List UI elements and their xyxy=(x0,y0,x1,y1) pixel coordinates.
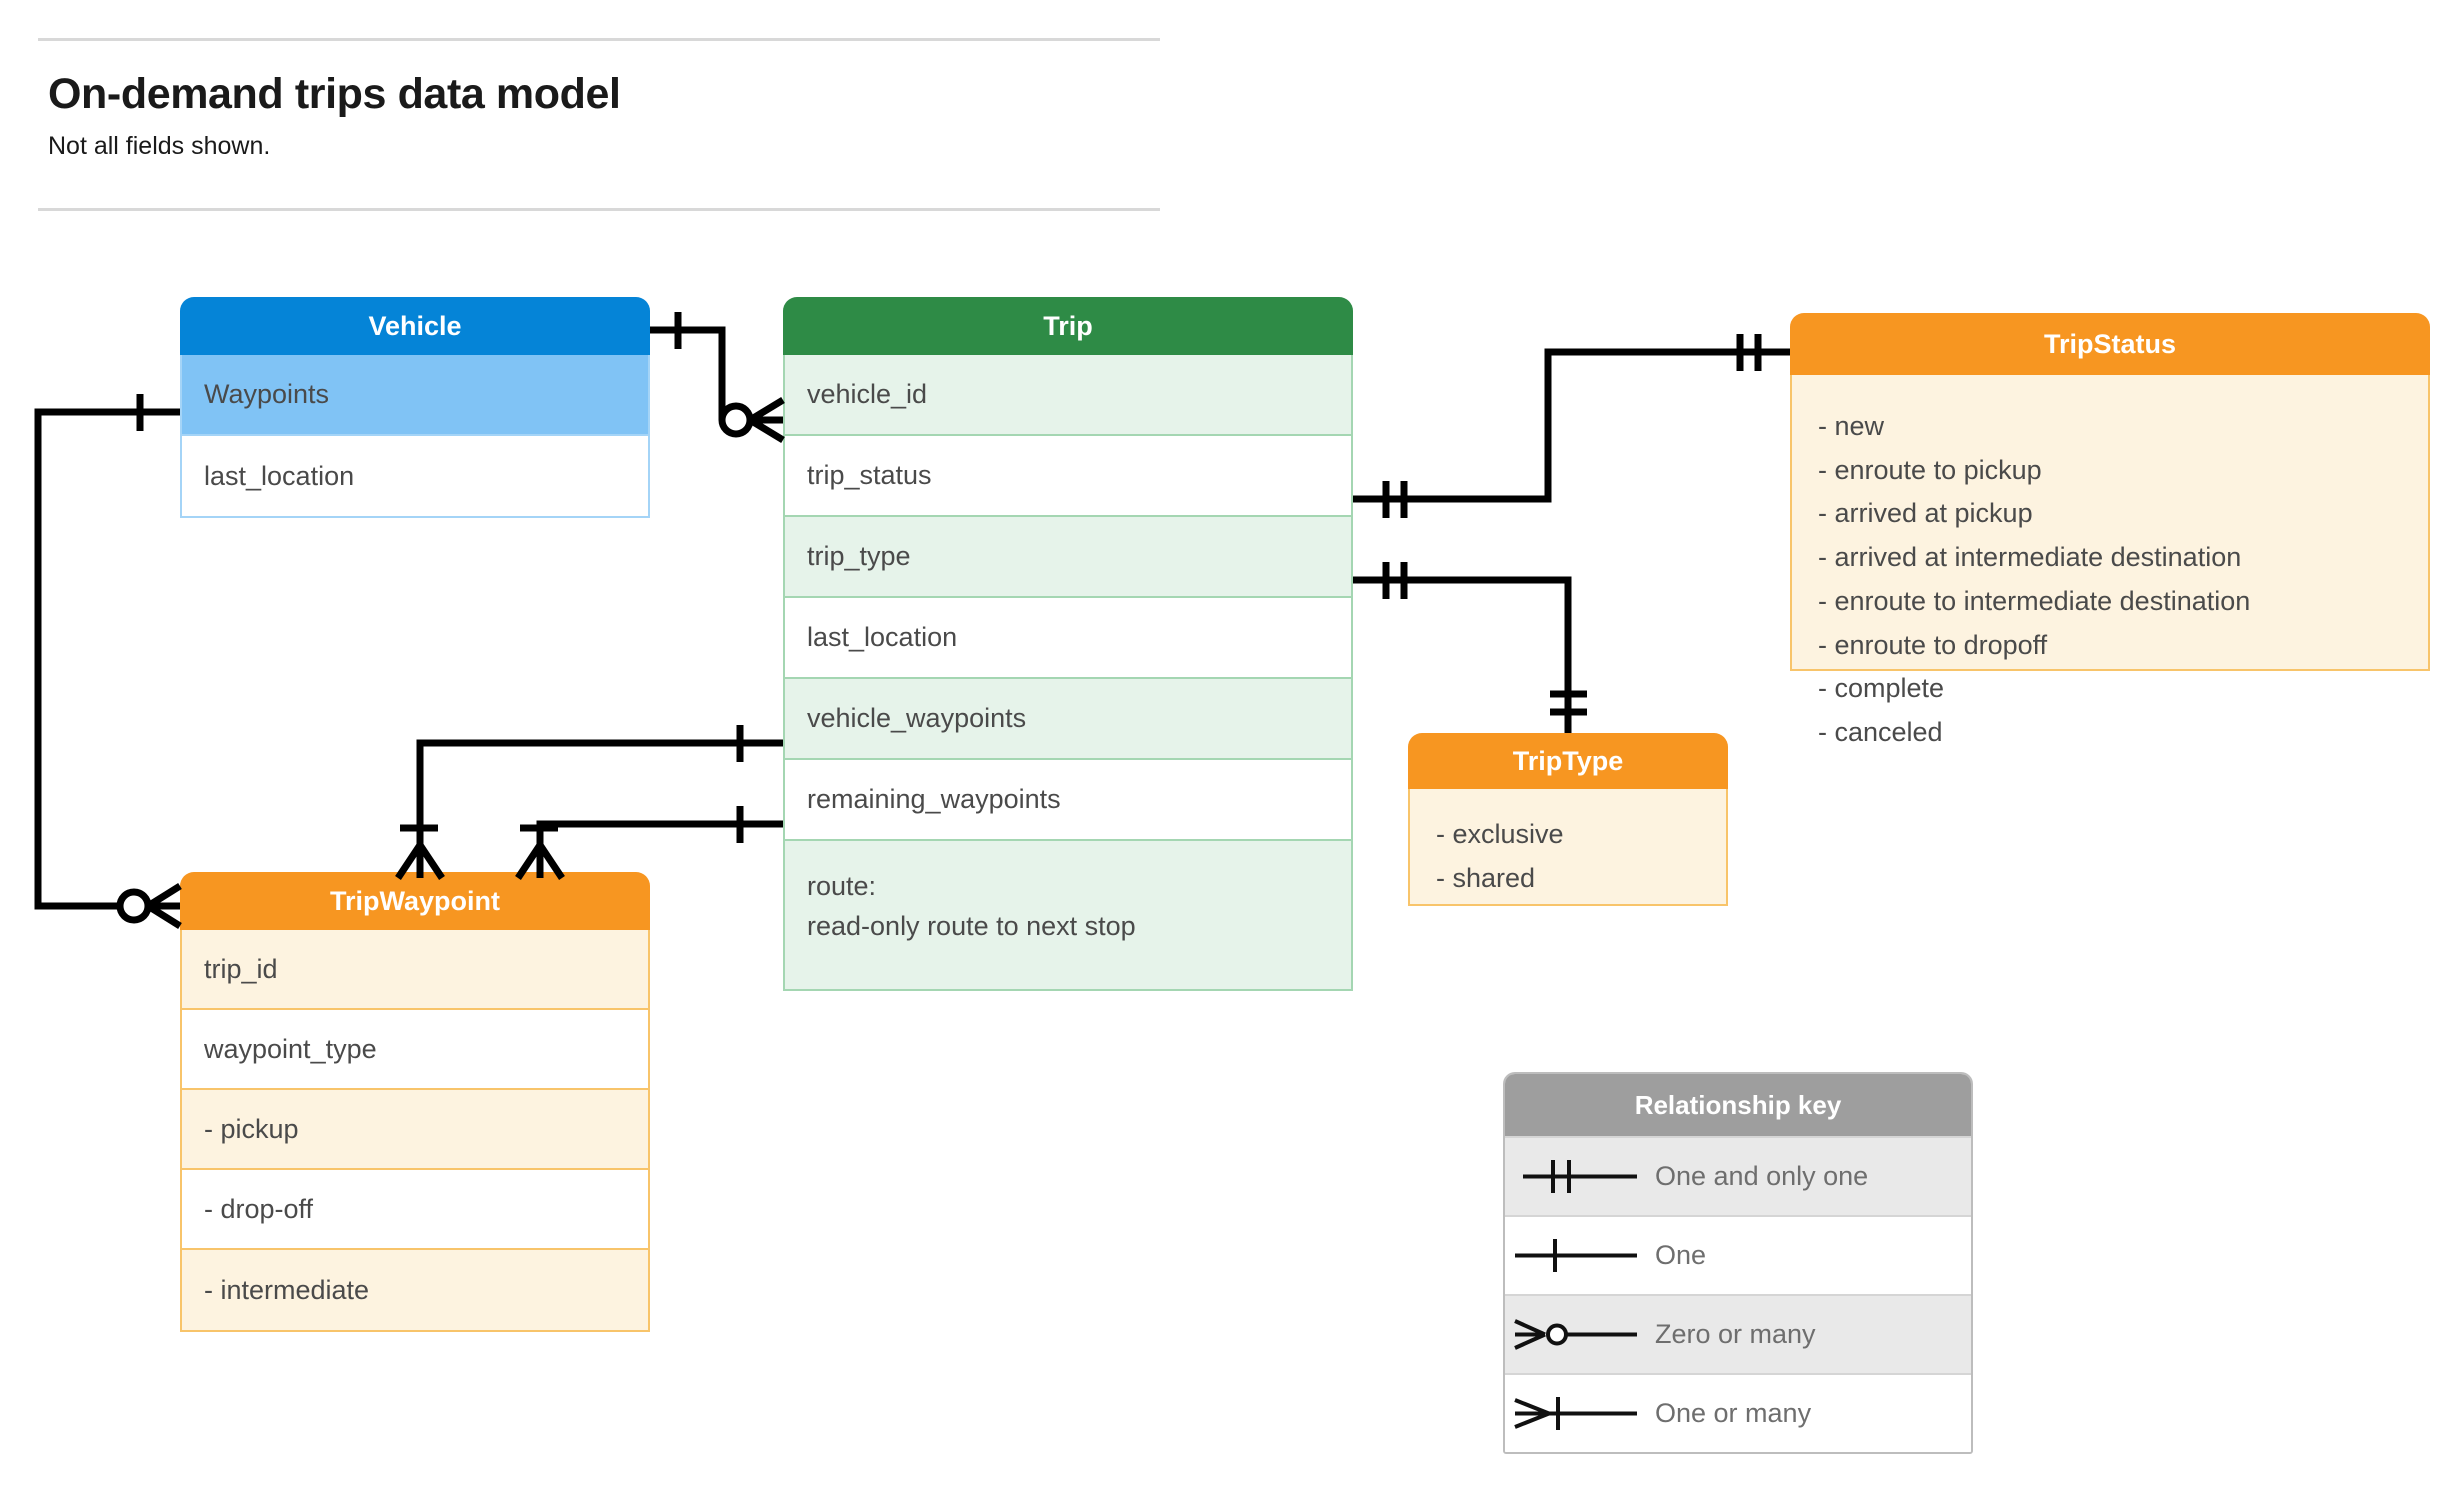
entity-trip-type-values: - exclusive - shared xyxy=(1408,789,1728,906)
trip-status-value: - arrived at intermediate destination xyxy=(1818,542,2242,573)
legend-label: One or many xyxy=(1655,1398,1812,1428)
field-trip-route-line1: route: xyxy=(807,871,877,901)
entity-trip-status[interactable]: TripStatus - new - enroute to pickup - a… xyxy=(1790,313,2430,747)
zero-or-many-icon xyxy=(1514,1319,1637,1350)
one-icon xyxy=(1515,1239,1637,1272)
header-divider-top xyxy=(38,38,1160,41)
legend-label: One xyxy=(1655,1240,1707,1270)
connector-trip-type xyxy=(1353,562,1587,733)
trip-status-enum-list: - new - enroute to pickup - arrived at p… xyxy=(1792,375,2428,747)
field-trip-waypoint-drop-off[interactable]: - drop-off xyxy=(182,1170,648,1250)
entity-trip-title: Trip xyxy=(783,297,1353,355)
trip-status-value: - new xyxy=(1818,411,1885,441)
one-or-many-icon xyxy=(1514,1397,1637,1430)
entity-trip-waypoint-title: TripWaypoint xyxy=(180,872,650,930)
field-trip-waypoint-trip-id[interactable]: trip_id xyxy=(182,930,648,1010)
field-vehicle-waypoints[interactable]: Waypoints xyxy=(182,355,648,436)
entity-vehicle-title: Vehicle xyxy=(180,297,650,355)
trip-status-value: - complete xyxy=(1818,673,1945,704)
trip-status-value: - canceled xyxy=(1818,717,1943,748)
entity-vehicle[interactable]: Vehicle Waypoints last_location xyxy=(180,297,650,518)
trip-type-value: - shared xyxy=(1436,862,1536,893)
page-title: On-demand trips data model xyxy=(48,70,621,118)
trip-type-enum-list: - exclusive - shared xyxy=(1410,789,1726,904)
entity-trip[interactable]: Trip vehicle_id trip_status trip_type la… xyxy=(783,297,1353,991)
legend-label: Zero or many xyxy=(1655,1319,1816,1349)
entity-trip-waypoint-fields: trip_id waypoint_type - pickup - drop-of… xyxy=(180,930,650,1332)
connector-vehicle-waypoints-to-trip-waypoint xyxy=(34,394,182,929)
field-trip-remaining-waypoints[interactable]: remaining_waypoints xyxy=(785,760,1351,841)
connector-vehicle-to-trip xyxy=(650,312,785,443)
entity-trip-type-title: TripType xyxy=(1408,733,1728,789)
legend-row-one-or-many: One or many xyxy=(1505,1373,1971,1452)
entity-trip-status-values: - new - enroute to pickup - arrived at p… xyxy=(1790,375,2430,747)
field-trip-waypoint-waypoint-type[interactable]: waypoint_type xyxy=(182,1010,648,1090)
field-trip-last-location[interactable]: last_location xyxy=(785,598,1351,679)
one-and-only-one-icon xyxy=(1523,1160,1637,1193)
connector-vehicle-waypoints-field xyxy=(395,725,783,880)
trip-status-value: - arrived at pickup xyxy=(1818,498,2033,529)
connector-trip-status xyxy=(1353,334,1790,518)
legend-row-zero-or-many: Zero or many xyxy=(1505,1294,1971,1373)
header-divider-bottom xyxy=(38,208,1160,211)
field-trip-vehicle-waypoints[interactable]: vehicle_waypoints xyxy=(785,679,1351,760)
trip-type-value: - exclusive xyxy=(1436,819,1564,849)
field-trip-route[interactable]: route: read-only route to next stop xyxy=(785,841,1351,989)
field-trip-route-line2: read-only route to next stop xyxy=(807,910,1136,941)
entity-trip-type[interactable]: TripType - exclusive - shared xyxy=(1408,733,1728,906)
trip-status-value: - enroute to pickup xyxy=(1818,454,2042,485)
field-vehicle-last-location[interactable]: last_location xyxy=(182,436,648,516)
connector-remaining-waypoints-field xyxy=(515,806,783,880)
legend-label: One and only one xyxy=(1655,1161,1869,1191)
entity-trip-waypoint[interactable]: TripWaypoint trip_id waypoint_type - pic… xyxy=(180,872,650,1332)
trip-status-value: - enroute to intermediate destination xyxy=(1818,585,2251,616)
entity-trip-status-title: TripStatus xyxy=(1790,313,2430,375)
field-trip-waypoint-pickup[interactable]: - pickup xyxy=(182,1090,648,1170)
entity-trip-fields: vehicle_id trip_status trip_type last_lo… xyxy=(783,355,1353,991)
legend-title: Relationship key xyxy=(1505,1074,1971,1136)
entity-vehicle-fields: Waypoints last_location xyxy=(180,355,650,518)
field-trip-trip-type[interactable]: trip_type xyxy=(785,517,1351,598)
relationship-key-legend: Relationship key One and only one One xyxy=(1503,1072,1973,1454)
legend-row-one: One xyxy=(1505,1215,1971,1294)
field-trip-waypoint-intermediate[interactable]: - intermediate xyxy=(182,1250,648,1330)
field-trip-trip-status[interactable]: trip_status xyxy=(785,436,1351,517)
field-trip-vehicle-id[interactable]: vehicle_id xyxy=(785,355,1351,436)
page-subtitle: Not all fields shown. xyxy=(48,132,271,160)
trip-status-value: - enroute to dropoff xyxy=(1818,629,2048,660)
legend-row-one-and-only-one: One and only one xyxy=(1505,1136,1971,1215)
